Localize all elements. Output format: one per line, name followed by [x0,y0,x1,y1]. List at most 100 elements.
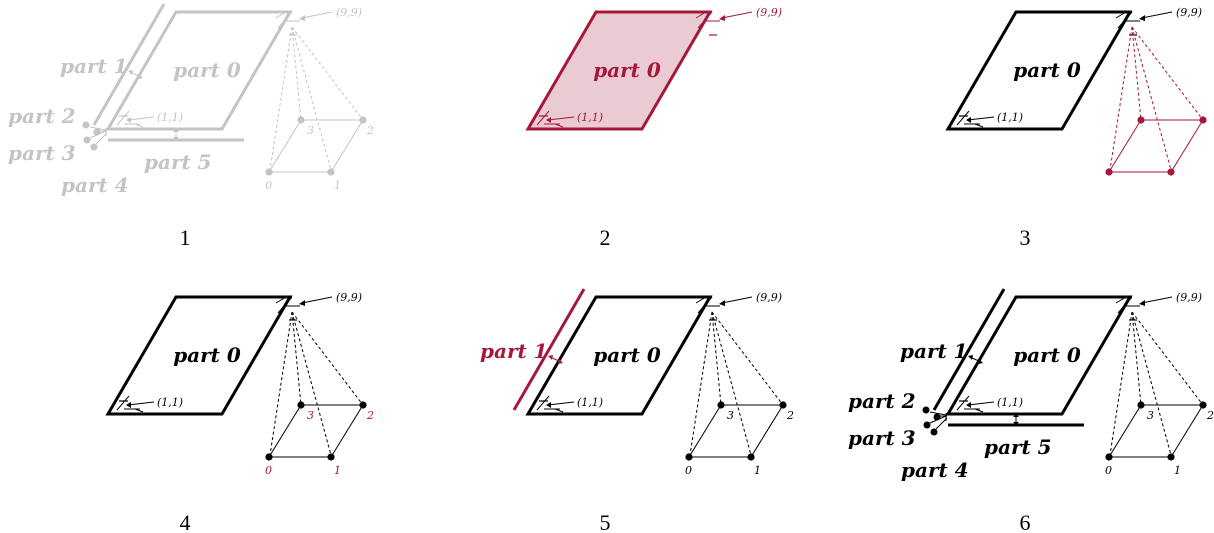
vertex-label-0: 0 [265,464,272,477]
part0-plane [105,10,293,131]
coord-lower-arrowhead [966,402,971,408]
part0-plane [525,295,713,416]
part0-label: part 0 [1013,343,1081,367]
cube [1105,26,1207,176]
corner-tick-upper [1115,296,1127,304]
corner-tick-upper [275,296,287,304]
dashed-projection-3 [291,311,364,406]
coord-lower-leader [547,116,575,121]
coord-upper-label: (9,9) [336,291,362,304]
coord-upper-leader [301,296,333,304]
dashed-projection-1 [291,26,302,121]
coord-upper-arrowhead [1139,15,1145,21]
cube-square [1108,119,1204,173]
dashed-projection-0 [269,26,293,171]
vertex-v1 [327,453,335,461]
coord-upper-leader [1141,296,1173,304]
corner-dot-0 [922,406,930,414]
part0-plane [945,10,1133,131]
part0-label: part 0 [173,58,241,82]
part0-label: part 0 [173,343,241,367]
coord-upper-label: (9,9) [1176,6,1202,19]
vertex-label-1: 1 [334,179,341,192]
part1-arrowhead-a [968,355,973,360]
coord-lower-leader [967,116,995,121]
part5-label: part 5 [144,150,212,174]
cube-square [268,119,364,173]
coord-lower-arrowhead [546,402,551,408]
dashed-projection-2 [1131,26,1172,171]
vertex-v0 [1105,453,1113,461]
part0-label: part 0 [593,58,661,82]
part5-label: part 5 [984,435,1052,459]
dashed-projection-1 [711,311,722,406]
part0-plane [945,295,1133,416]
part1-strip [512,288,586,411]
corner-dot-1 [83,136,91,144]
coord-upper-leader [1141,11,1173,19]
vertex-v3 [1137,401,1145,409]
corner-hook [554,408,564,413]
coord-upper-label: (9,9) [756,291,782,304]
vertex-v2 [359,116,367,124]
corner-slash [116,395,130,411]
corner-slash-upper [697,296,713,314]
corner-dot-2 [930,428,938,436]
part1-strip [92,3,166,126]
coord-upper-arrowhead [719,300,725,306]
coord-lower-leader [967,401,995,406]
corner-arrow-0 [929,411,947,416]
cube-square [268,404,364,458]
dashed-projection-0 [1109,311,1133,456]
part0-plane [105,295,293,416]
corner-arrow-1 [89,130,107,139]
dashed-projection-2 [291,26,332,171]
vertex-v3 [717,401,725,409]
coord-lower-leader [127,116,155,121]
dashed-projection-3 [291,26,364,121]
dashed-projection-3 [711,311,784,406]
panel-number-2: 2 [600,225,611,250]
part0-label: part 0 [593,343,661,367]
coord-upper-arrowhead [299,300,305,306]
corner-hook [554,123,564,128]
part3-label: part 3 [848,426,916,450]
part1-arrowhead-b [138,74,143,79]
vertex-v2 [359,401,367,409]
vertex-label-3: 3 [1147,409,1154,422]
panel-number-5: 5 [600,510,611,533]
corner-slash [536,110,550,126]
coord-lower-label: (1,1) [577,396,603,409]
vertex-v1 [747,453,755,461]
corner-arrow-2 [95,132,108,145]
corner-slash-upper [697,11,713,29]
corner-dot-0 [82,121,90,129]
dashed-projection-3 [1131,26,1204,121]
vertex-label-3: 3 [307,409,314,422]
vertex-label-0: 0 [265,179,272,192]
coord-lower-label: (1,1) [157,396,183,409]
cube-square [1108,404,1204,458]
corner-slash [956,110,970,126]
corner-tick-upper [695,296,707,304]
panel-number-1: 1 [180,225,191,250]
vertex-label-1: 1 [334,464,341,477]
corner-slash-upper [1117,296,1133,314]
coord-lower-arrowhead [546,117,551,123]
coord-upper-leader [721,11,753,19]
coord-lower-leader [127,401,155,406]
part1-label: part 1 [60,54,128,78]
coord-lower-label: (1,1) [997,111,1023,124]
panel-3: part 0(1,1)(9,9) [945,6,1207,176]
corner-dot-2 [90,143,98,151]
vertex-v3 [297,116,305,124]
dashed-projection-1 [1131,26,1142,121]
vertex-label-2: 2 [786,409,794,422]
part0-plane [525,10,713,131]
